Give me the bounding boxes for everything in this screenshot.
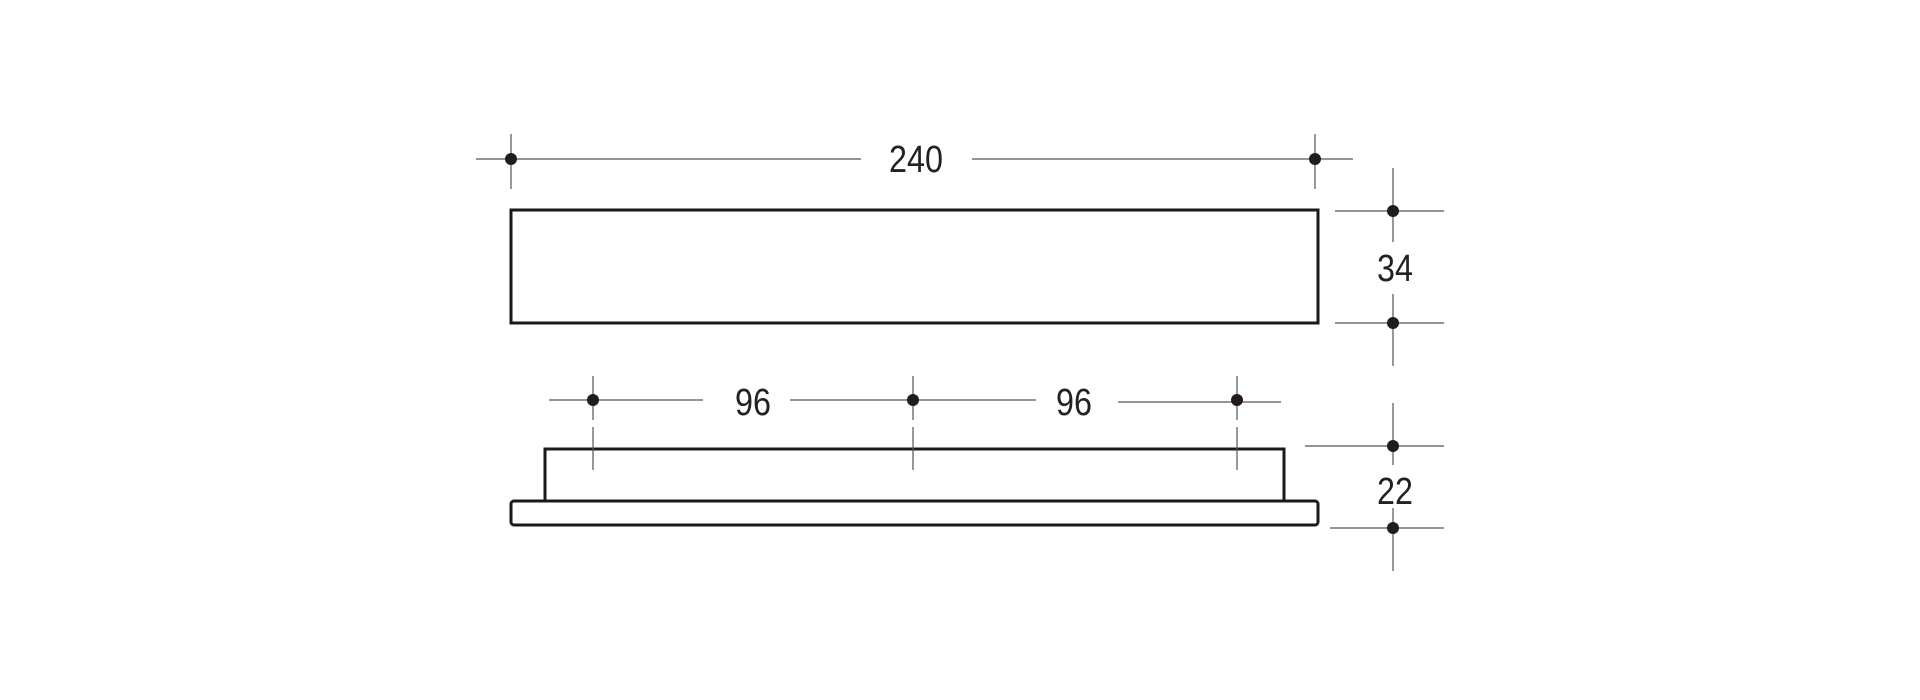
dimension-dot [1387, 522, 1399, 534]
hole-spacing-left-label: 96 [735, 382, 771, 424]
side-view [509, 447, 1320, 527]
hole-spacing-dimension: 96 96 [549, 376, 1281, 470]
depth-dimension: 22 [1305, 403, 1444, 571]
height-dimension: 34 [1335, 168, 1444, 366]
hole-dot [1231, 394, 1243, 406]
height-label: 34 [1377, 248, 1413, 290]
depth-label: 22 [1377, 471, 1413, 513]
dimension-dot [1387, 440, 1399, 452]
dimension-dot [1387, 317, 1399, 329]
length-label: 240 [889, 139, 943, 181]
handle-top-outline [509, 208, 1320, 325]
dimension-dot [505, 153, 517, 165]
hole-dot [587, 394, 599, 406]
dimension-dot [1387, 205, 1399, 217]
hole-dot [907, 394, 919, 406]
length-dimension: 240 [476, 134, 1353, 189]
handle-grip-outline [543, 447, 1286, 504]
handle-base-outline [509, 499, 1320, 527]
top-view [509, 208, 1320, 325]
dimension-dot [1309, 153, 1321, 165]
hole-spacing-right-label: 96 [1056, 382, 1092, 424]
